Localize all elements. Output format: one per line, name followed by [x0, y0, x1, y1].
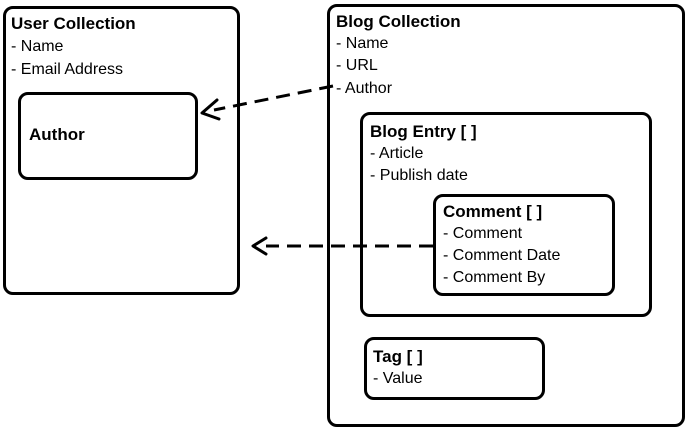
user-collection-title: User Collection	[11, 14, 136, 33]
tag-box	[364, 337, 545, 400]
comment-title: Comment [ ]	[443, 202, 543, 221]
comment-field-comment-date: - Comment Date	[443, 247, 561, 264]
blog-entry-title: Blog Entry [ ]	[370, 122, 477, 141]
author-reference-arrow	[200, 84, 334, 121]
tag-field-value: - Value	[373, 370, 423, 387]
author-box	[18, 92, 198, 180]
comment-field-comment: - Comment	[443, 225, 523, 242]
blog-collection-title: Blog Collection	[336, 12, 461, 31]
comment-by-reference-arrow	[251, 236, 433, 256]
comment-box	[433, 194, 615, 296]
comment-field-comment-by: - Comment By	[443, 269, 546, 286]
tag-title: Tag [ ]	[373, 347, 423, 366]
blog-entry-field-article: - Article	[370, 145, 424, 162]
user-collection-field-email: - Email Address	[11, 61, 124, 78]
blog-entry-field-publish-date: - Publish date	[370, 167, 468, 184]
blog-collection-author-field: - Author	[336, 80, 393, 97]
author-box-title: Author	[29, 125, 85, 144]
blog-collection-field-url: - URL	[336, 57, 378, 74]
user-collection-field-name: - Name	[11, 38, 64, 55]
blog-collection-field-name: - Name	[336, 35, 389, 52]
